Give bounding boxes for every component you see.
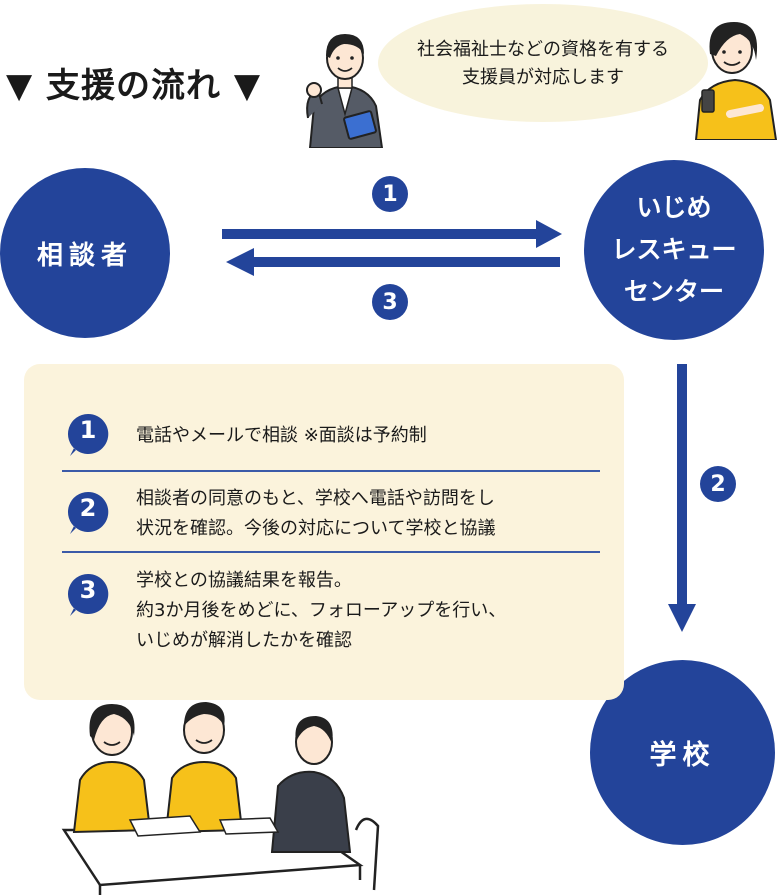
- step-2-text: 相談者の同意のもと、学校へ電話や訪問をし 状況を確認。今後の対応について学校と協…: [136, 484, 495, 544]
- step-3-line-2: 約3か月後をめどに、フォローアップを行い、: [136, 596, 506, 626]
- step-2-number: 2: [64, 494, 112, 522]
- step-1-number: 1: [64, 416, 112, 444]
- step-3-text: 学校との協議結果を報告。 約3か月後をめどに、フォローアップを行い、 いじめが解…: [136, 566, 506, 656]
- step-2-line-1: 相談者の同意のもと、学校へ電話や訪問をし: [136, 484, 495, 514]
- step-1-text: 電話やメールで相談 ※面談は予約制: [136, 421, 427, 451]
- step-2-line-2: 状況を確認。今後の対応について学校と協議: [136, 514, 495, 544]
- arrow-number-3: 3: [372, 284, 408, 320]
- arrow-center-to-consulter: [226, 248, 560, 276]
- step-3-line-1: 学校との協議結果を報告。: [136, 566, 506, 596]
- step-3-line-3: いじめが解消したかを確認: [136, 626, 506, 656]
- arrow-center-to-school: [668, 364, 696, 632]
- meeting-illustration: [60, 680, 400, 895]
- step-divider-1: [62, 470, 600, 472]
- step-3-number: 3: [64, 576, 112, 604]
- arrow-number-2: 2: [700, 466, 736, 502]
- step-1-line-1: 電話やメールで相談 ※面談は予約制: [136, 421, 427, 451]
- arrow-number-1: 1: [372, 176, 408, 212]
- arrow-consulter-to-center: [222, 220, 562, 248]
- step-divider-2: [62, 551, 600, 553]
